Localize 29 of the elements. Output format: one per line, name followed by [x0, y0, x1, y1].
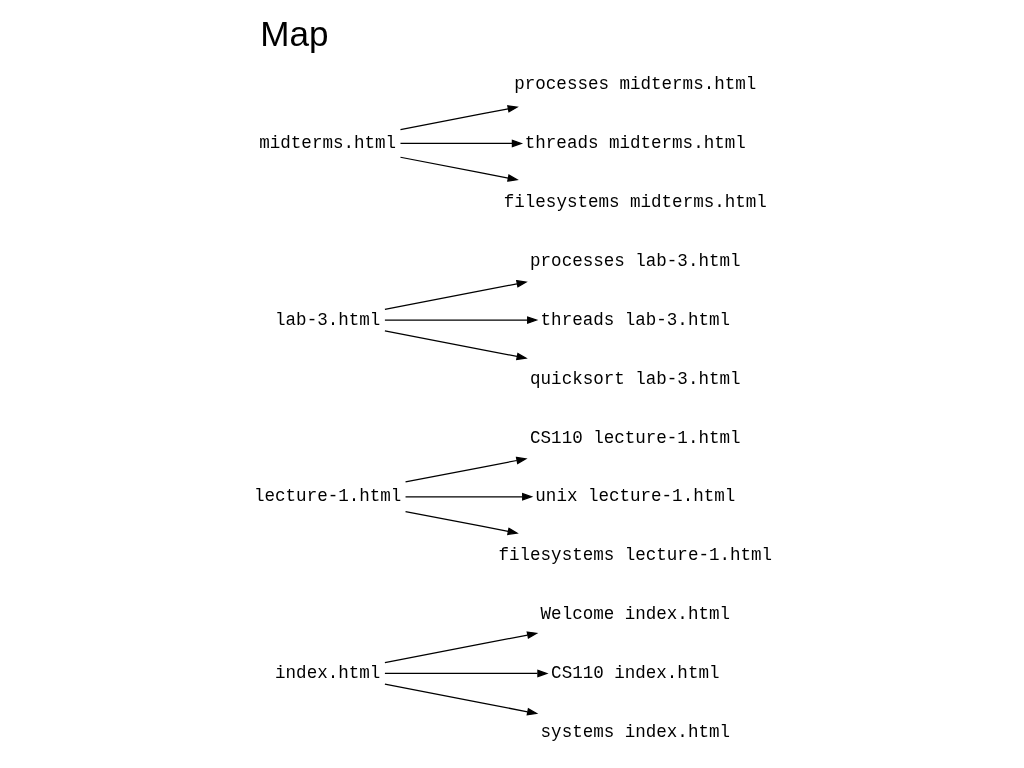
arrow: [383, 316, 538, 325]
node-text: CS110 lecture-1.html: [529, 427, 740, 448]
arrow: [399, 105, 519, 131]
node-text: filesystems midterms.html: [503, 191, 767, 212]
arrow: [404, 492, 533, 501]
node-text: midterms.html: [258, 133, 396, 154]
arrow: [399, 139, 523, 148]
node-text: lab-3.html: [274, 309, 380, 330]
arrow: [383, 279, 528, 310]
node-text: lecture-1.html: [253, 486, 401, 507]
arrow: [383, 330, 528, 361]
node-text: CS110 index.html: [550, 663, 719, 684]
arrow: [383, 669, 549, 678]
node-text: threads midterms.html: [524, 133, 746, 154]
node-text: processes lab-3.html: [529, 250, 740, 271]
arrow: [404, 510, 519, 536]
node-text: unix lecture-1.html: [534, 486, 735, 507]
arrow: [383, 631, 538, 664]
node-text: Welcome index.html: [540, 604, 730, 625]
arrow: [399, 156, 519, 182]
arrow: [383, 683, 538, 716]
arrow: [404, 456, 528, 483]
node-text: processes midterms.html: [513, 74, 756, 95]
node-text: threads lab-3.html: [540, 309, 730, 330]
node-text: filesystems lecture-1.html: [498, 545, 772, 566]
node-text: quicksort lab-3.html: [529, 368, 740, 389]
diagram-title: Map: [259, 14, 329, 54]
node-text: systems index.html: [540, 721, 730, 742]
node-text: index.html: [274, 663, 380, 684]
